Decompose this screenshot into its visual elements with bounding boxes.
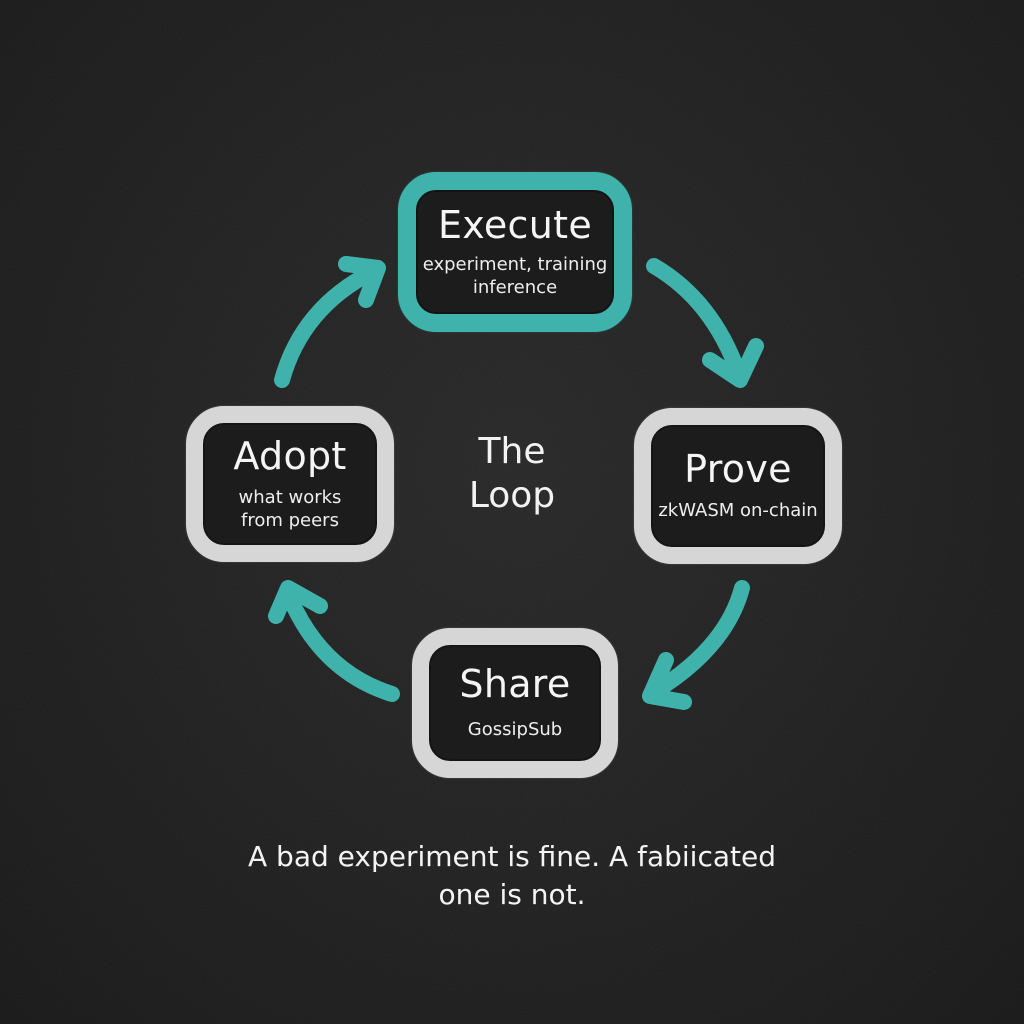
node-execute: Execute experiment, training inference — [398, 172, 632, 332]
node-share-subtitle: GossipSub — [468, 718, 562, 741]
arrow-execute-to-prove — [646, 258, 764, 388]
node-adopt-subtitle: what works from peers — [239, 486, 342, 533]
node-prove-subtitle: zkWASM on-chain — [658, 499, 817, 522]
node-adopt: Adopt what works from peers — [186, 406, 394, 562]
caption: A bad experiment is fine. A fabiicated o… — [180, 838, 844, 914]
node-prove: Prove zkWASM on-chain — [634, 408, 842, 564]
node-adopt-subtitle-line-1: what works — [238, 486, 342, 508]
node-execute-title: Execute — [437, 202, 593, 247]
caption-line-2: one is not. — [438, 877, 586, 911]
node-prove-title: Prove — [684, 447, 792, 492]
center-label-line-2: Loop — [468, 474, 556, 516]
arrow-share-to-adopt — [268, 580, 400, 702]
node-share-title: Share — [459, 662, 571, 707]
node-execute-subtitle-line-1: experiment, training — [422, 253, 608, 275]
caption-line-1: A bad experiment is fine. A fabiicated — [248, 840, 776, 873]
center-label-line-1: The — [478, 431, 546, 472]
node-adopt-subtitle-line-2: from peers — [241, 509, 339, 531]
node-adopt-title: Adopt — [233, 433, 347, 478]
center-label: The Loop — [452, 430, 572, 518]
node-prove-subtitle-line-1: zkWASM on-chain — [658, 500, 818, 522]
arrow-prove-to-share — [642, 580, 750, 710]
arrow-adopt-to-execute — [274, 256, 386, 388]
node-execute-subtitle: experiment, training inference — [423, 253, 608, 300]
node-share: Share GossipSub — [412, 628, 618, 778]
node-share-subtitle-line-1: GossipSub — [467, 719, 563, 741]
node-execute-subtitle-line-2: inference — [472, 276, 558, 298]
